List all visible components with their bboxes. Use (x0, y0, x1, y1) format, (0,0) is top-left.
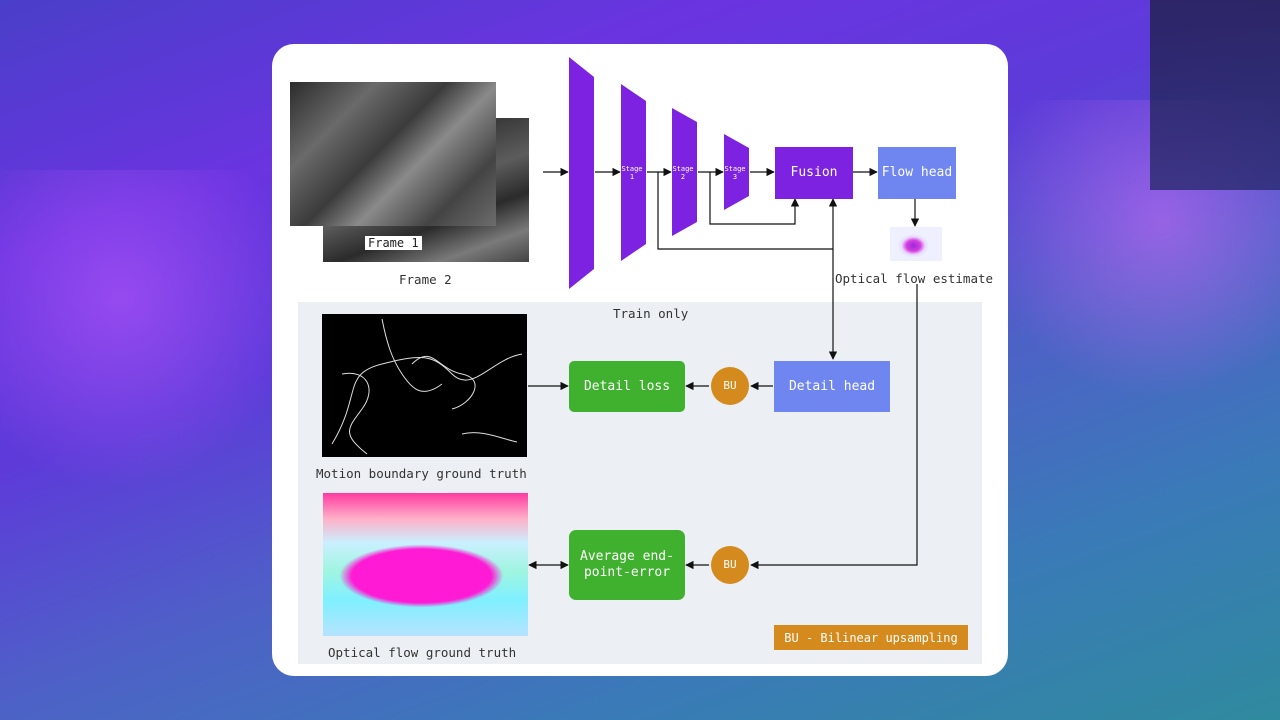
skip-stage2-to-fusion (709, 172, 800, 225)
frame1-image (290, 82, 496, 226)
train-only-label: Train only (613, 306, 689, 321)
motion-boundary-image (322, 314, 527, 457)
architecture-diagram (528, 57, 920, 584)
frame2-label: Frame 2 (399, 272, 452, 287)
bu-circle-detail (711, 367, 749, 405)
motion-boundary-edges (331, 318, 523, 455)
optical-flow-ground-truth-label: Optical flow ground truth (328, 645, 517, 660)
bu-label-flow: BU (723, 558, 737, 571)
encoder-input-block (569, 57, 594, 289)
detail-loss-block: Detail loss (569, 361, 685, 412)
bu-circle-flow (711, 546, 749, 584)
optical-flow-ground-truth-image (323, 493, 528, 636)
optical-flow-estimate-label: Optical flow estimate (835, 271, 994, 286)
skip-stage1-to-fusion (657, 172, 838, 250)
detail-head-block: Detail head (774, 361, 890, 412)
optical-flow-estimate-image (890, 227, 942, 261)
aepe-block: Average end-point-error (569, 530, 685, 600)
encoder-stage-2 (672, 108, 697, 236)
encoder-stage-3 (724, 134, 749, 210)
encoder-stage-1 (621, 84, 646, 261)
frame1-label: Frame 1 (365, 236, 422, 250)
motion-boundary-label: Motion boundary ground truth (316, 466, 527, 481)
bu-label-detail: BU (723, 379, 737, 392)
background-glow-left (0, 170, 300, 490)
arrow-estimate-to-bu (750, 284, 918, 570)
fusion-block: Fusion (775, 147, 853, 199)
background-dark-object (1150, 0, 1280, 190)
flow-head-block: Flow head (878, 147, 956, 199)
legend-box: BU - Bilinear upsampling (774, 625, 968, 650)
